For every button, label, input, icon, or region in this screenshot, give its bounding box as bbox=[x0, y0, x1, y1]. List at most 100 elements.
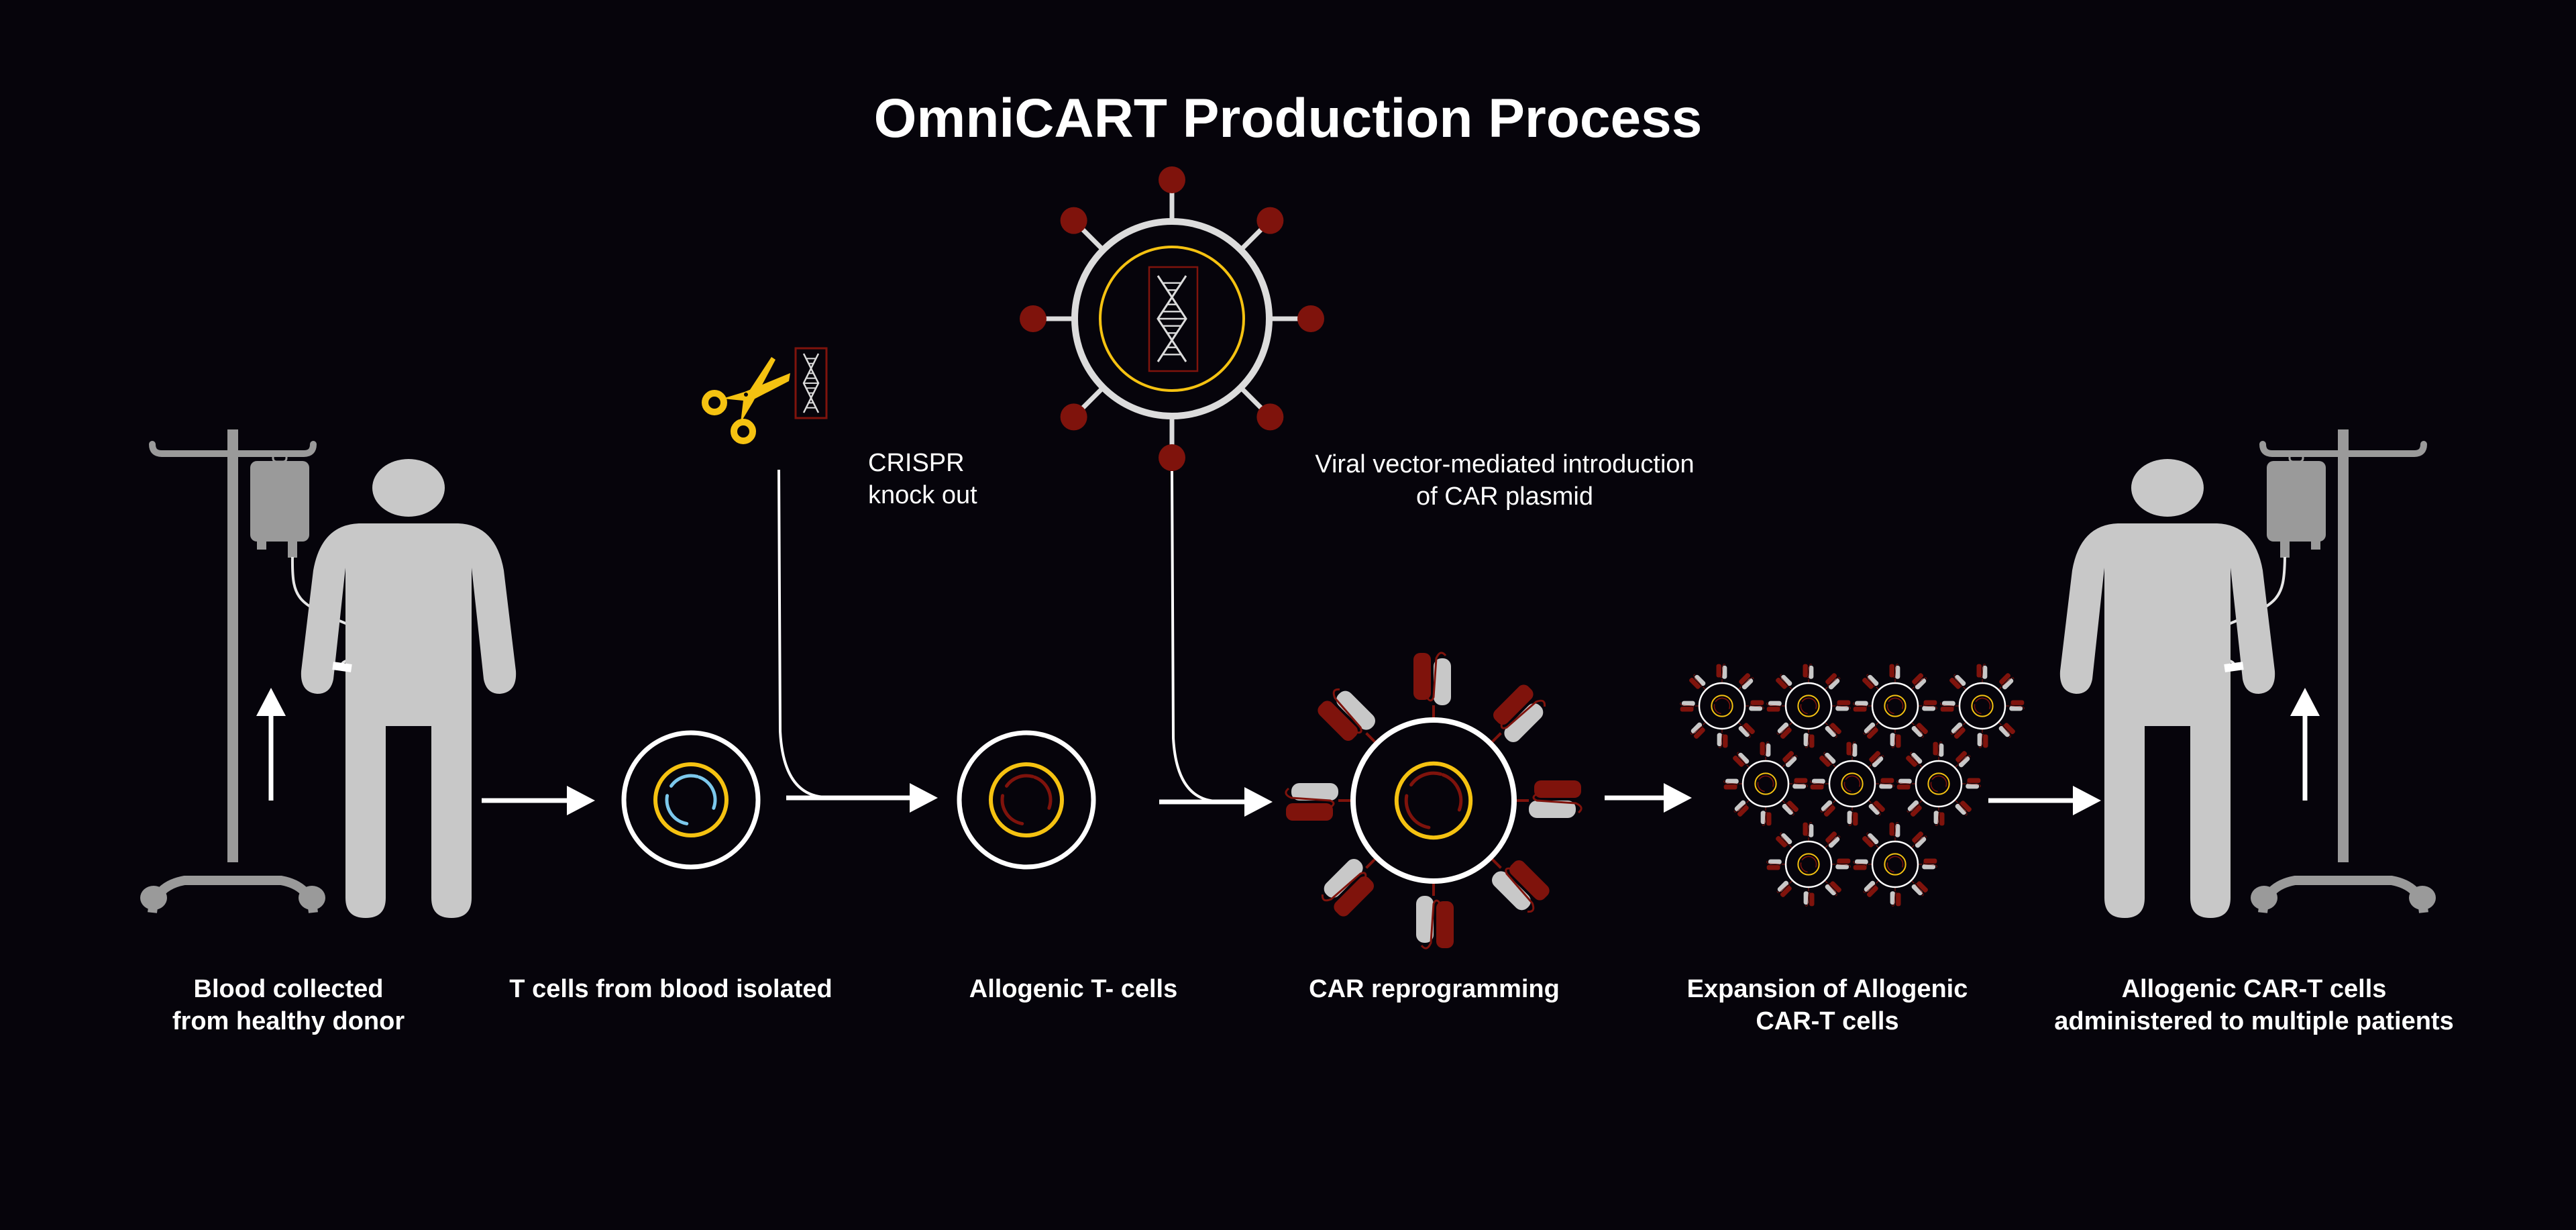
iv-cannula bbox=[332, 662, 352, 672]
expanded-car-t-cell bbox=[1766, 822, 1851, 907]
receptor-light-chain bbox=[1958, 756, 1970, 768]
receptor-light-chain bbox=[1911, 725, 1923, 737]
car-receptor bbox=[1890, 729, 1901, 748]
chromatin-arc bbox=[1845, 775, 1855, 780]
car-receptor bbox=[1868, 799, 1885, 816]
step-label-car: CAR reprogramming bbox=[1309, 973, 1560, 1005]
cell-nucleus bbox=[1797, 695, 1820, 717]
person-head bbox=[372, 459, 445, 517]
receptor-heavy-chain bbox=[1976, 664, 1982, 678]
receptor-light-chain bbox=[1768, 701, 1782, 706]
car-receptor bbox=[1803, 887, 1815, 907]
car-receptor bbox=[1285, 783, 1353, 821]
receptor-heavy-chain bbox=[1917, 881, 1928, 893]
receptor-light-chain bbox=[1491, 871, 1531, 911]
receptor-linker bbox=[1923, 862, 1937, 868]
receptor-linker bbox=[1980, 664, 1986, 678]
receptor-heavy-chain bbox=[1862, 835, 1874, 848]
chromatin-arc bbox=[1843, 782, 1851, 792]
receptor-heavy-chain bbox=[1809, 892, 1815, 907]
expanded-car-t-cell bbox=[1723, 741, 1808, 826]
receptor-light-chain bbox=[1529, 801, 1576, 818]
flow-arrow bbox=[482, 786, 595, 815]
receptor-heavy-chain bbox=[1493, 684, 1534, 725]
crispr-target-dna bbox=[794, 347, 828, 419]
flow-arrow bbox=[786, 783, 938, 813]
step-label-line: administered to multiple patients bbox=[2054, 1007, 2454, 1035]
receptor-linker bbox=[1940, 702, 1955, 709]
chromatin-arc bbox=[1886, 862, 1894, 873]
viral-vector-icon bbox=[1020, 166, 1324, 471]
cell-membrane bbox=[1915, 760, 1963, 808]
virus-spike-tip bbox=[1060, 207, 1087, 234]
receptor-light-chain bbox=[1291, 783, 1338, 801]
virus-spike bbox=[1079, 225, 1104, 250]
arrow-head bbox=[910, 783, 938, 813]
virus-spike-tip bbox=[1060, 403, 1087, 431]
receptor-linker bbox=[1823, 752, 1832, 765]
receptor-light-chain bbox=[1890, 891, 1895, 905]
receptor-heavy-chain bbox=[1955, 751, 1968, 762]
receptor-heavy-chain bbox=[1896, 734, 1901, 748]
receptor-linker bbox=[1780, 674, 1788, 687]
receptor-heavy-chain bbox=[1896, 892, 1901, 907]
receptor-linker bbox=[1915, 883, 1924, 896]
receptor-linker bbox=[1863, 884, 1876, 893]
step-label-t-cells: T cells from blood isolated bbox=[509, 973, 832, 1005]
car-receptor bbox=[1846, 741, 1858, 761]
receptor-linker bbox=[1321, 872, 1367, 902]
chromatin-arc bbox=[1032, 775, 1053, 810]
virus-spike-tip bbox=[1159, 166, 1185, 193]
crispr-connector-line bbox=[777, 469, 826, 799]
receptor-linker bbox=[1285, 787, 1335, 809]
receptor-light-chain bbox=[1868, 803, 1880, 815]
receptor-heavy-chain bbox=[1766, 707, 1780, 712]
car-receptor bbox=[1737, 673, 1754, 690]
scissors-pivot bbox=[744, 393, 748, 397]
receptor-linker bbox=[1766, 702, 1781, 709]
car-receptor bbox=[1896, 778, 1916, 790]
car-receptor bbox=[1890, 887, 1901, 907]
virus-spike bbox=[1079, 387, 1104, 412]
car-receptor bbox=[1875, 778, 1894, 789]
expanded-car-t-cell bbox=[1853, 822, 1937, 907]
receptor-linker bbox=[1741, 677, 1754, 686]
receptor-linker bbox=[1907, 804, 1920, 813]
receptor-linker bbox=[1776, 726, 1790, 735]
viral-annotation-line-2: of CAR plasmid bbox=[1416, 482, 1593, 511]
receptor-light-chain bbox=[1867, 674, 1879, 686]
chromatin-arc bbox=[1404, 794, 1431, 829]
arrow-head bbox=[1664, 783, 1692, 813]
flow-arrow bbox=[1159, 787, 1273, 817]
receptor-linker bbox=[1820, 804, 1833, 813]
receptor-light-chain bbox=[1895, 823, 1900, 837]
iv-bag-port bbox=[2311, 540, 2320, 550]
chromatin-arc bbox=[1757, 782, 1765, 792]
receptor-linker bbox=[1866, 832, 1875, 845]
car-receptor bbox=[1810, 778, 1829, 790]
receptor-heavy-chain bbox=[1286, 803, 1333, 821]
receptor-heavy-chain bbox=[1923, 700, 1937, 705]
virus-spike bbox=[1240, 387, 1265, 412]
receptor-linker bbox=[1680, 702, 1695, 709]
iv-bag bbox=[2267, 461, 2326, 542]
chromatin-arc bbox=[665, 794, 689, 825]
receptor-light-chain bbox=[1809, 823, 1814, 837]
receptor-light-chain bbox=[1434, 658, 1451, 705]
cell-nucleus bbox=[1927, 772, 1950, 795]
chromatin-arc bbox=[1931, 775, 1941, 780]
receptor-light-chain bbox=[1939, 743, 1944, 757]
receptor-light-chain bbox=[1911, 752, 1923, 764]
chromatin-arc bbox=[1854, 776, 1861, 787]
car-receptor bbox=[1489, 856, 1550, 913]
receptor-light-chain bbox=[1811, 778, 1825, 784]
chromatin-arc bbox=[1800, 704, 1808, 715]
iv-wheel bbox=[140, 886, 167, 910]
receptor-linker bbox=[1880, 781, 1894, 788]
receptor-light-chain bbox=[1821, 800, 1833, 812]
receptor-linker bbox=[1332, 688, 1362, 734]
car-receptor bbox=[1976, 664, 1988, 683]
chromatin-arc bbox=[1800, 862, 1808, 873]
